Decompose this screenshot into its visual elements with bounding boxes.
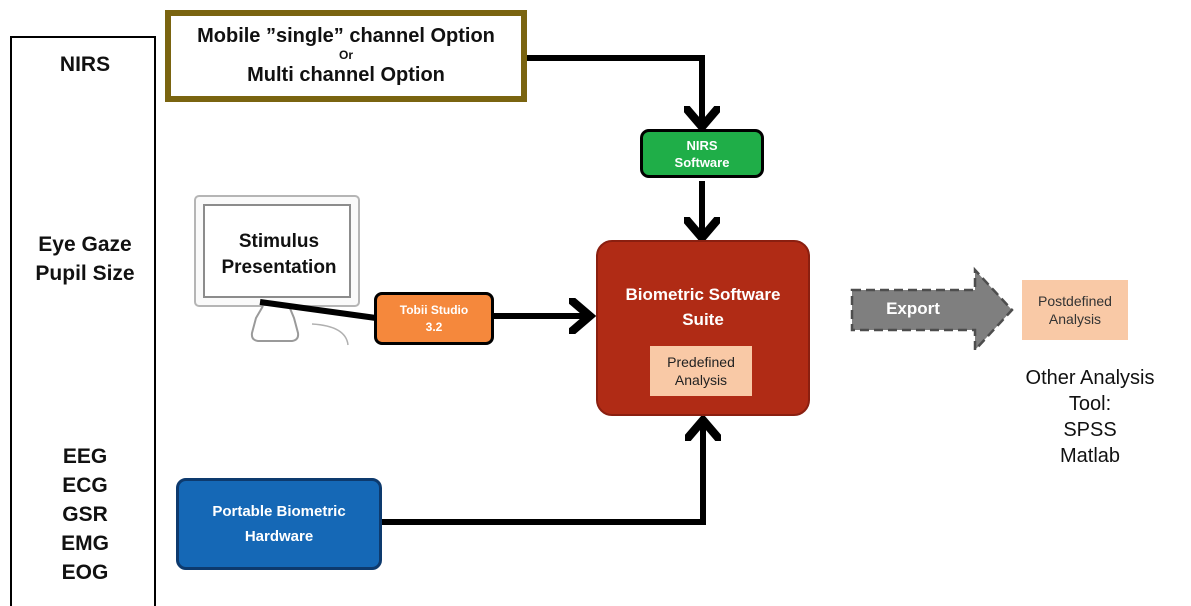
- other-analysis-line1: Other Analysis: [1025, 367, 1155, 389]
- modality-eog: EOG: [61, 561, 109, 584]
- stimulus-line2: Presentation: [221, 256, 337, 278]
- postdefined-line1: Postdefined: [1038, 293, 1112, 309]
- predefined-analysis-box: Predefined Analysis: [650, 346, 752, 396]
- portable-line1: Portable Biometric: [212, 503, 346, 520]
- nirs-software-line2: Software: [674, 154, 730, 170]
- cable-monitor-to-tobii: [259, 299, 377, 321]
- other-analysis-line4: Matlab: [1059, 445, 1121, 467]
- mobile-option-or: Or: [338, 48, 353, 62]
- arrow-portable-to-suite: [382, 422, 703, 525]
- predefined-line2: Analysis: [674, 372, 728, 388]
- postdefined-analysis-box: Postdefined Analysis: [1022, 280, 1128, 340]
- modality-emg: EMG: [61, 532, 109, 555]
- portable-biometric-hardware-box: Portable Biometric Hardware: [176, 478, 382, 570]
- tobii-line2: 3.2: [425, 319, 443, 334]
- modality-gsr: GSR: [62, 503, 108, 526]
- suite-title-line2: Suite: [682, 310, 724, 329]
- nirs-software-box: NIRS Software: [640, 129, 764, 178]
- modality-panel: NIRS Eye Gaze Pupil Size EEG ECG GSR EMG…: [10, 36, 156, 606]
- monitor-icon: [194, 195, 360, 346]
- modality-nirs: NIRS: [59, 53, 111, 76]
- stimulus-presentation-label: Stimulus Presentation: [207, 210, 351, 299]
- tobii-studio-box: Tobii Studio 3.2: [374, 292, 494, 345]
- nirs-software-line1: NIRS: [686, 137, 718, 153]
- mobile-option-line1: Mobile ”single” channel Option: [197, 25, 495, 47]
- mobile-option-box: Mobile ”single” channel Option Or Multi …: [165, 10, 527, 102]
- predefined-line1: Predefined: [667, 354, 735, 370]
- export-label: Export: [886, 299, 940, 318]
- modality-eeg: EEG: [62, 445, 108, 468]
- modality-pupil-size: Pupil Size: [35, 262, 135, 285]
- tobii-line1: Tobii Studio: [399, 302, 469, 317]
- modality-ecg: ECG: [62, 474, 108, 497]
- postdefined-line2: Analysis: [1048, 311, 1102, 327]
- mobile-option-line3: Multi channel Option: [247, 64, 445, 86]
- other-analysis-line2: Tool:: [1068, 393, 1112, 415]
- other-analysis-tool-text: Other Analysis Tool: SPSS Matlab: [1000, 365, 1180, 469]
- export-arrow-shape: [850, 266, 1014, 354]
- other-analysis-line3: SPSS: [1063, 419, 1117, 441]
- portable-line2: Hardware: [244, 528, 314, 545]
- stimulus-line1: Stimulus: [238, 230, 320, 252]
- biometric-software-suite-box: Biometric Software Suite Predefined Anal…: [596, 240, 810, 416]
- suite-title-line1: Biometric Software: [625, 285, 781, 304]
- arrow-mobile-to-nirs: [527, 55, 702, 125]
- modality-eye-gaze: Eye Gaze: [38, 233, 132, 256]
